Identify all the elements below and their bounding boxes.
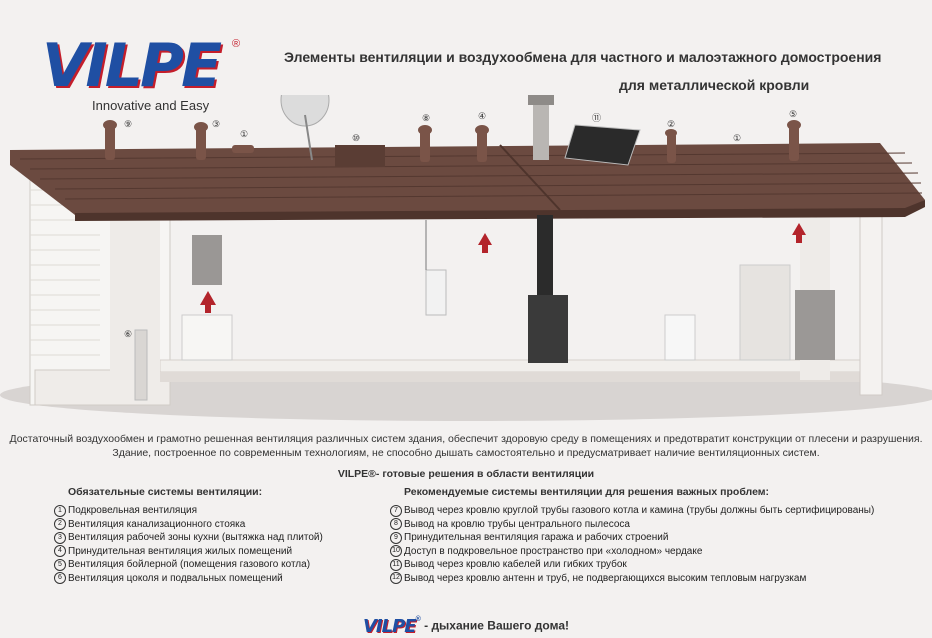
number-badge: 10 [390,545,402,558]
mandatory-title: Обязательные системы вентиляции: [68,486,263,498]
number-badge: 8 [390,518,402,531]
svg-text:⑩: ⑩ [352,133,360,143]
number-badge: 4 [54,545,66,558]
number-badge: 3 [54,531,66,544]
marker-labels: ⑨ ③ ① ⑫ ⑩ ⑧ ④ ⑦ ⑪ ② ① ⑤ ⑥ [124,109,797,339]
number-badge: 11 [390,558,402,571]
number-badge: 2 [54,518,66,531]
number-badge: 6 [54,572,66,585]
svg-text:⑤: ⑤ [789,109,797,119]
svg-text:①: ① [240,129,248,139]
recommended-title: Рекомендуемые системы вентиляции для реш… [404,486,770,498]
footer-slogan: - дыхание Вашего дома! [424,618,569,633]
registered-mark: ® [232,38,241,50]
svg-text:②: ② [667,119,675,129]
solutions-heading: VILPE®- готовые решения в области вентил… [337,468,595,480]
footer-registered-mark: ® [415,616,421,623]
svg-text:④: ④ [478,111,486,121]
svg-text:⑥: ⑥ [124,329,132,339]
number-badge: 5 [54,558,66,571]
footer-logo: VILPE [363,616,417,637]
number-badge: 7 [390,504,402,517]
description-line-1: Достаточный воздухообмен и грамотно реше… [9,433,923,445]
house-illustration: ⑨ ③ ① ⑫ ⑩ ⑧ ④ ⑦ ⑪ ② ① ⑤ ⑥ [0,95,932,421]
svg-text:③: ③ [212,119,220,129]
description-text: Достаточный воздухообмен и грамотно реше… [0,432,932,460]
svg-text:⑧: ⑧ [422,113,430,123]
number-badge: 9 [390,531,402,544]
page-title: Элементы вентиляции и воздухообмена для … [284,49,882,65]
svg-text:⑪: ⑪ [592,113,601,123]
svg-text:⑨: ⑨ [124,119,132,129]
number-badge: 1 [54,504,66,517]
number-badge: 12 [390,572,402,585]
footer: VILPE® - дыхание Вашего дома! [0,616,932,637]
brand-tagline: Innovative and Easy [92,98,210,113]
svg-text:①: ① [733,133,741,143]
brand-block: VILPE ® Innovative and Easy [42,31,240,113]
description-line-2: Здание, построенное по современным техно… [112,447,820,459]
page-subtitle: для металлической кровли [619,77,810,93]
vilpe-logo: VILPE [42,31,222,101]
